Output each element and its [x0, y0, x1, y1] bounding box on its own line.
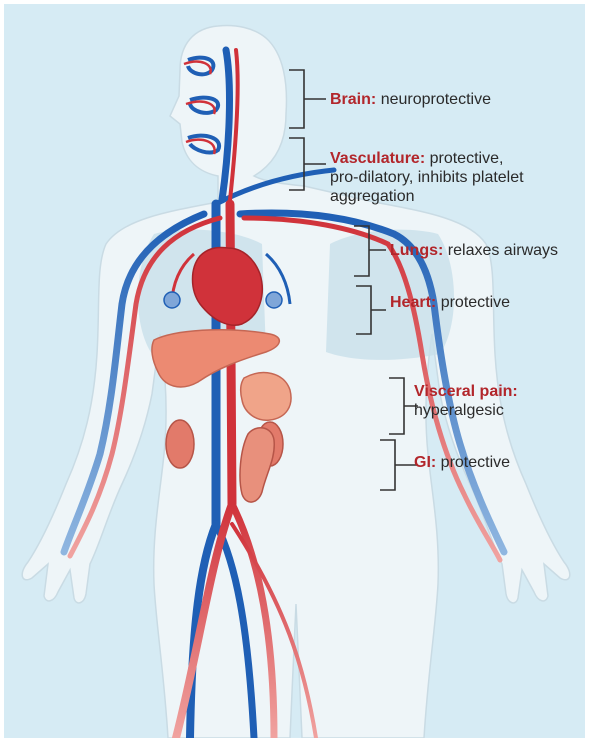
annotation-term: Vasculature: [330, 150, 425, 167]
annotation-description: pro-dilatory, inhibits platelet [330, 168, 524, 187]
annotation-description: hyperalgesic [414, 401, 518, 420]
left-kidney [166, 420, 194, 468]
annotation-term: Brain: [330, 91, 376, 108]
annotation-gi: GI: protective [414, 453, 510, 472]
annotation-description: neuroprotective [381, 91, 491, 108]
annotation-heart: Heart: protective [390, 293, 510, 312]
annotation-term: Heart: [390, 294, 436, 311]
annotation-lungs: Lungs: relaxes airways [390, 241, 558, 260]
annotation-vasculature: Vasculature: protective, pro-dilatory, i… [330, 149, 524, 206]
annotation-description: protective [441, 454, 510, 471]
annotation-description: protective [441, 294, 510, 311]
diagram-frame: Brain: neuroprotective Vasculature: prot… [4, 4, 585, 738]
annotation-term: GI: [414, 454, 436, 471]
annotation-term: Lungs: [390, 242, 443, 259]
stomach-organ [241, 373, 291, 421]
annotation-description: relaxes airways [448, 242, 558, 259]
annotation-description: protective, [430, 150, 504, 167]
annotation-visceral-pain: Visceral pain: hyperalgesic [414, 382, 518, 420]
annotation-description: aggregation [330, 187, 524, 206]
annotation-term: Visceral pain: [414, 382, 518, 401]
annotation-brain: Brain: neuroprotective [330, 90, 491, 109]
body-illustration [4, 4, 585, 738]
